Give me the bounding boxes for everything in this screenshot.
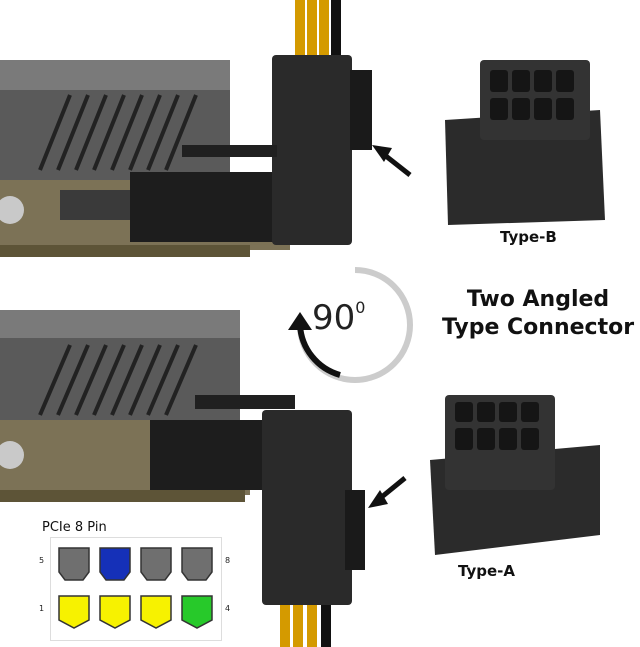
rotation-superscript: 0 (355, 297, 366, 317)
pinout-title: PCIe 8 Pin (42, 520, 107, 535)
type-a-label: Type-A (458, 562, 515, 580)
headline-line-2: Type Connector (441, 315, 635, 340)
rotation-value: 90 (312, 298, 356, 338)
headline: Two Angled Type Connector (438, 286, 638, 342)
top-gpu-photo (0, 0, 372, 257)
type-b-connector-photo (445, 60, 605, 225)
type-b-label: Type-B (500, 228, 557, 246)
pin-number-top-right: 8 (225, 556, 231, 565)
bottom-gpu-photo (0, 310, 365, 647)
pin-top-2 (99, 547, 131, 581)
pin-bottom-1 (58, 595, 90, 629)
pin-bottom-2 (99, 595, 131, 629)
pin-top-4 (181, 547, 213, 581)
pin-bottom-3 (140, 595, 172, 629)
pin-number-top-left: 5 (39, 556, 45, 565)
pin-number-bottom-left: 1 (39, 604, 45, 613)
pointer-arrow-top (372, 145, 412, 177)
pin-top-1 (58, 547, 90, 581)
pin-top-3 (140, 547, 172, 581)
pinout-pins (58, 547, 213, 629)
rotation-circle (288, 267, 413, 383)
rotation-degree-label: 900 (312, 298, 365, 338)
pinout-diagram: 5 8 1 4 (39, 537, 230, 641)
pointer-arrow-bottom (368, 476, 407, 508)
headline-line-1: Two Angled (466, 287, 610, 312)
pin-bottom-4 (181, 595, 213, 629)
type-a-connector-photo (430, 395, 600, 555)
pin-number-bottom-right: 4 (225, 604, 231, 613)
